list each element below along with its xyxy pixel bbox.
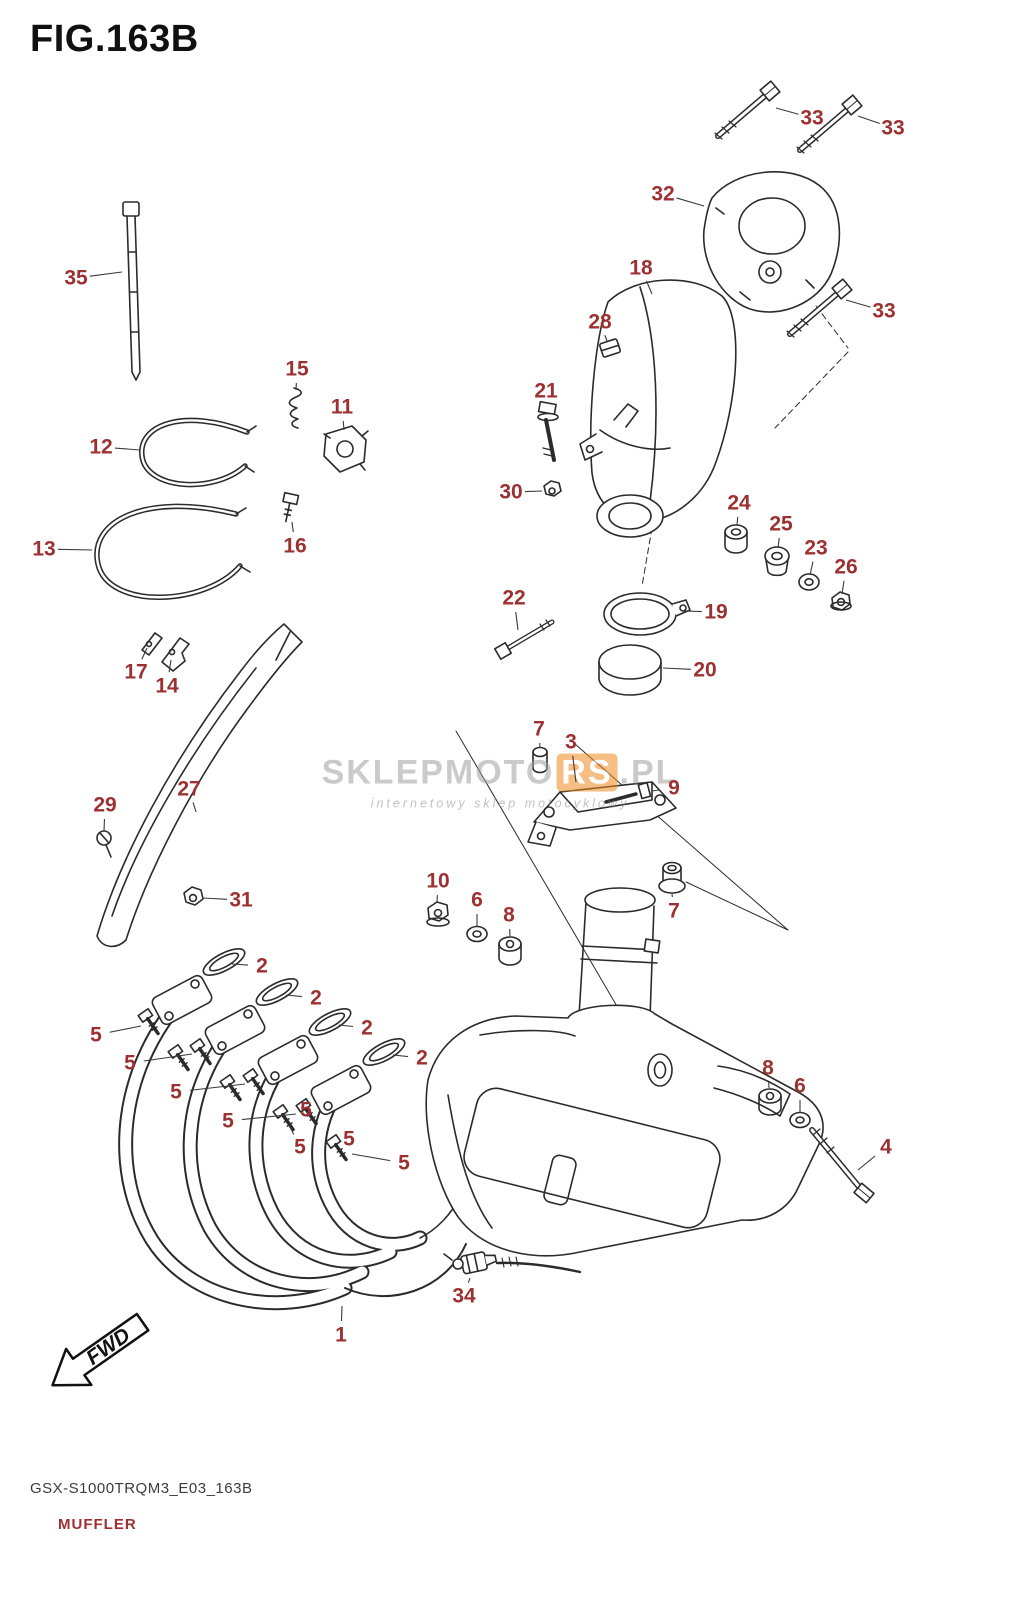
mid-pipe	[578, 887, 661, 1019]
bolt-16	[282, 491, 300, 523]
muffler-body	[425, 1004, 824, 1257]
part-callout-9: 9	[668, 776, 680, 800]
bolt-33-a	[714, 80, 781, 140]
bolt-9	[604, 781, 652, 804]
bushing-25	[764, 546, 790, 577]
part-callout-33: 33	[800, 106, 824, 130]
part-callout-12: 12	[89, 435, 113, 459]
figure-title: FIG.163B	[30, 18, 199, 60]
part-callout-3: 3	[565, 730, 577, 754]
stay-plates	[141, 632, 190, 672]
cable-tie	[122, 201, 141, 381]
part-callout-32: 32	[651, 182, 675, 206]
part-callout-2: 2	[416, 1046, 428, 1070]
part-callout-34: 34	[452, 1284, 476, 1308]
part-callout-4: 4	[880, 1135, 892, 1159]
part-callout-2: 2	[361, 1016, 373, 1040]
part-callout-21: 21	[534, 379, 558, 403]
part-callout-22: 22	[502, 586, 526, 610]
exhaust-headers	[118, 986, 467, 1311]
screw-29	[96, 830, 112, 858]
part-callout-5: 5	[124, 1051, 136, 1075]
part-callout-8: 8	[503, 903, 515, 927]
part-callout-20: 20	[693, 658, 717, 682]
part-callout-16: 16	[283, 534, 307, 558]
nut-30	[543, 480, 562, 497]
part-callout-1: 1	[335, 1323, 347, 1347]
muffler-cover-18	[579, 279, 737, 538]
spacer-7-lower	[658, 861, 686, 894]
nut-31	[183, 886, 204, 906]
part-callout-10: 10	[426, 869, 450, 893]
part-callout-24: 24	[727, 491, 751, 515]
washer-6-left	[466, 925, 488, 943]
part-callout-14: 14	[155, 674, 179, 698]
part-callout-15: 15	[285, 357, 309, 381]
part-callout-7: 7	[668, 899, 680, 923]
part-callout-33: 33	[872, 299, 896, 323]
end-cover-32	[702, 170, 841, 313]
part-callout-5: 5	[398, 1151, 410, 1175]
flange-bolts	[137, 1007, 348, 1162]
heat-shield	[96, 623, 303, 948]
bolt-4	[809, 1127, 875, 1204]
mount-8-right	[758, 1088, 782, 1116]
mount-8-left	[498, 936, 522, 966]
part-callout-23: 23	[804, 536, 828, 560]
part-callout-33: 33	[881, 116, 905, 140]
spring-clip	[288, 387, 302, 429]
part-callout-30: 30	[499, 480, 523, 504]
washer-23	[798, 573, 820, 591]
bolt-21	[537, 400, 559, 462]
part-callout-5: 5	[300, 1098, 312, 1122]
exhaust-gaskets	[202, 948, 406, 1066]
part-callout-31: 31	[229, 888, 253, 912]
part-callout-5: 5	[170, 1080, 182, 1104]
part-callout-6: 6	[471, 888, 483, 912]
band-20	[598, 644, 662, 696]
part-callout-28: 28	[588, 310, 612, 334]
clip-28	[598, 338, 622, 358]
part-callout-2: 2	[256, 954, 268, 978]
part-callout-5: 5	[343, 1127, 355, 1151]
spacer-24	[724, 524, 748, 554]
part-callout-29: 29	[93, 793, 117, 817]
bolt-33-b	[796, 94, 863, 154]
part-callout-11: 11	[330, 395, 354, 419]
part-callout-35: 35	[64, 266, 88, 290]
part-callout-8: 8	[762, 1056, 774, 1080]
part-callout-5: 5	[294, 1135, 306, 1159]
part-callout-7: 7	[533, 717, 545, 741]
part-callout-17: 17	[124, 660, 148, 684]
part-callout-13: 13	[32, 537, 56, 561]
part-callout-25: 25	[769, 512, 793, 536]
figure-name: MUFFLER	[58, 1516, 137, 1533]
washer-6-right	[789, 1111, 811, 1129]
model-code: GSX-S1000TRQM3_E03_163B	[30, 1480, 253, 1497]
part-callout-5: 5	[222, 1109, 234, 1133]
bolt-22	[494, 619, 555, 660]
bolt-33-c	[786, 278, 853, 338]
part-callout-19: 19	[704, 600, 728, 624]
nut-10	[426, 901, 450, 927]
part-callout-26: 26	[834, 555, 858, 579]
valve-bracket	[323, 425, 369, 473]
pin-7-upper	[532, 746, 548, 774]
exhaust-flanges	[151, 974, 372, 1116]
part-callout-5: 5	[90, 1023, 102, 1047]
nut-26	[830, 591, 852, 611]
part-callout-2: 2	[310, 986, 322, 1010]
o2-sensor	[443, 1251, 582, 1275]
hook-lower	[94, 503, 251, 600]
part-callout-27: 27	[177, 777, 201, 801]
part-callout-18: 18	[629, 256, 653, 280]
clamp-19	[603, 592, 691, 636]
part-callout-6: 6	[794, 1074, 806, 1098]
hook-upper	[139, 417, 257, 488]
